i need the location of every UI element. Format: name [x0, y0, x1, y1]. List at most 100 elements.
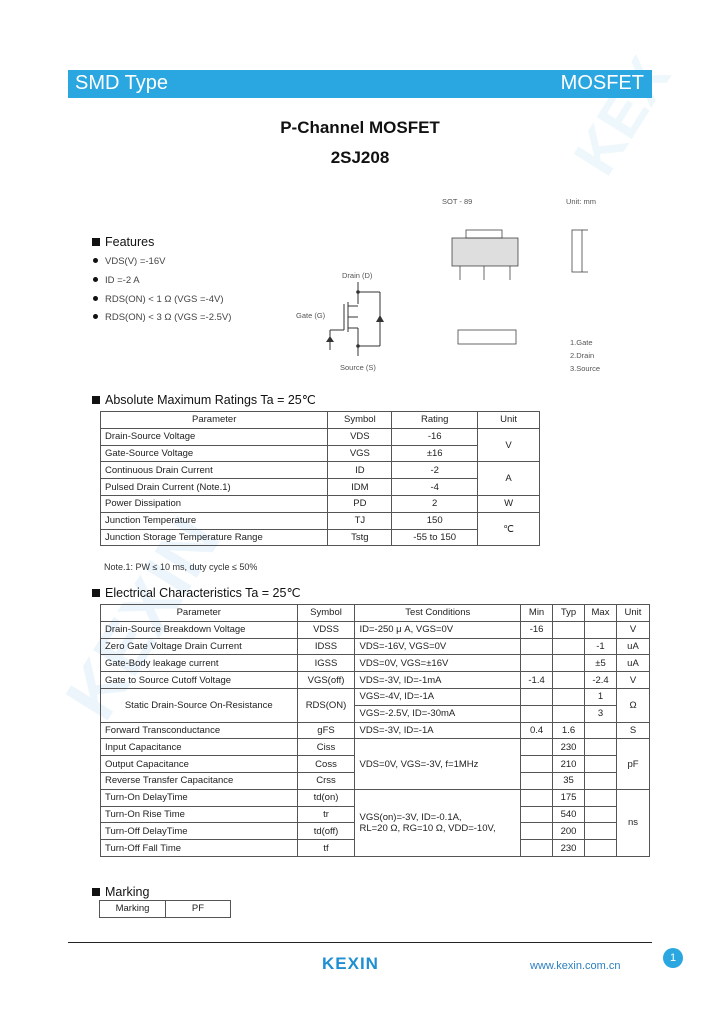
cell: ℃ — [477, 511, 540, 547]
cell: gFS — [296, 721, 356, 740]
cell — [584, 721, 617, 740]
cell: -1.4 — [520, 671, 554, 689]
cell: A — [477, 461, 540, 496]
cell: 175 — [552, 788, 586, 807]
cell: Gate to Source Cutoff Voltage — [100, 671, 298, 689]
cell — [520, 771, 554, 790]
cell — [584, 839, 617, 857]
cell: Turn-Off DelayTime — [100, 822, 298, 841]
cell — [584, 822, 617, 841]
cell: Continuous Drain Current — [99, 461, 329, 480]
cell: Junction Storage Temperature Range — [99, 528, 329, 547]
cell — [520, 839, 554, 857]
cell: V — [477, 427, 540, 463]
cell — [520, 805, 554, 824]
cell — [552, 671, 586, 689]
cell: TJ — [327, 511, 393, 530]
drain-label: Drain (D) — [342, 271, 373, 280]
cell: Input Capacitance — [100, 738, 298, 757]
cell: Forward Transconductance — [100, 721, 298, 740]
cell — [584, 738, 617, 757]
cell: -16 — [520, 620, 554, 639]
cell: -55 to 150 — [391, 528, 479, 547]
pin-2: 2.Drain — [570, 351, 594, 360]
cell: S — [615, 721, 651, 740]
cell: 150 — [391, 511, 479, 530]
mosfet-symbol: Drain (D) Gate (G) Source (S) — [296, 271, 384, 372]
cell: Zero Gate Voltage Drain Current — [100, 637, 298, 656]
package-drawing: SOT - 89 Unit: mm 1.Gate 2.Drain 3.Sourc… — [442, 197, 600, 373]
package-name: SOT - 89 — [442, 197, 472, 206]
page-number: 1 — [663, 948, 683, 968]
feature-item: ID =-2 A — [93, 275, 140, 286]
abs-max-heading: Absolute Maximum Ratings Ta = 25℃ — [92, 392, 316, 407]
cell — [520, 822, 554, 841]
cell: Gate-Body leakage current — [100, 654, 298, 673]
cell: VDS=-16V, VGS=0V — [354, 637, 522, 656]
cell — [584, 620, 617, 639]
cell: -4 — [391, 478, 479, 496]
cell: ±16 — [391, 444, 479, 463]
table-header: Min — [520, 604, 554, 622]
features-heading: Features — [92, 235, 154, 249]
marking-heading: Marking — [92, 885, 149, 899]
cell: 2 — [391, 494, 479, 513]
cell: ID — [327, 461, 393, 480]
marking-label: Marking — [99, 900, 166, 918]
table-header: Symbol — [327, 411, 393, 429]
cell: -1 — [584, 637, 617, 656]
table-header: Max — [584, 604, 617, 622]
marking-value: PF — [165, 900, 231, 918]
source-label: Source (S) — [340, 363, 376, 372]
cell — [584, 805, 617, 824]
table-row: Marking PF — [99, 900, 231, 918]
cell — [520, 704, 554, 723]
cell: VDS — [327, 427, 393, 446]
cell — [552, 654, 586, 673]
cell: Ω — [615, 687, 651, 723]
cell — [552, 687, 586, 706]
cell: Drain-Source Breakdown Voltage — [100, 620, 298, 639]
page-title: P-Channel MOSFET — [280, 118, 440, 137]
cell: 1.6 — [552, 721, 586, 740]
cell: tr — [296, 805, 356, 824]
cell: Gate-Source Voltage — [99, 444, 329, 463]
cell: ID=-250 μ A, VGS=0V — [354, 620, 522, 639]
cell: uA — [615, 637, 651, 656]
cell: 540 — [552, 805, 586, 824]
footer-url[interactable]: www.kexin.com.cn — [530, 960, 621, 972]
cell: VGS — [327, 444, 393, 463]
table-header: Parameter — [99, 411, 329, 429]
gate-label: Gate (G) — [296, 311, 326, 320]
cell — [520, 755, 554, 773]
cell: VDS=-3V, ID=-1mA — [354, 671, 522, 689]
cell: uA — [615, 654, 651, 673]
table-header: Unit — [477, 411, 540, 429]
cell: Output Capacitance — [100, 755, 298, 773]
cell: IGSS — [296, 654, 356, 673]
cell: W — [477, 494, 540, 513]
cell: Reverse Transfer Capacitance — [100, 771, 298, 790]
cell — [584, 755, 617, 773]
feature-item: RDS(ON) < 3 Ω (VGS =-2.5V) — [93, 312, 231, 323]
cell — [520, 788, 554, 807]
cell: ±5 — [584, 654, 617, 673]
table-row: Pulsed Drain Current (Note.1)IDM-4 — [99, 478, 540, 496]
part-number: 2SJ208 — [330, 148, 390, 167]
abs-max-table: Parameter Symbol Rating Unit Drain-Sourc… — [99, 411, 540, 547]
